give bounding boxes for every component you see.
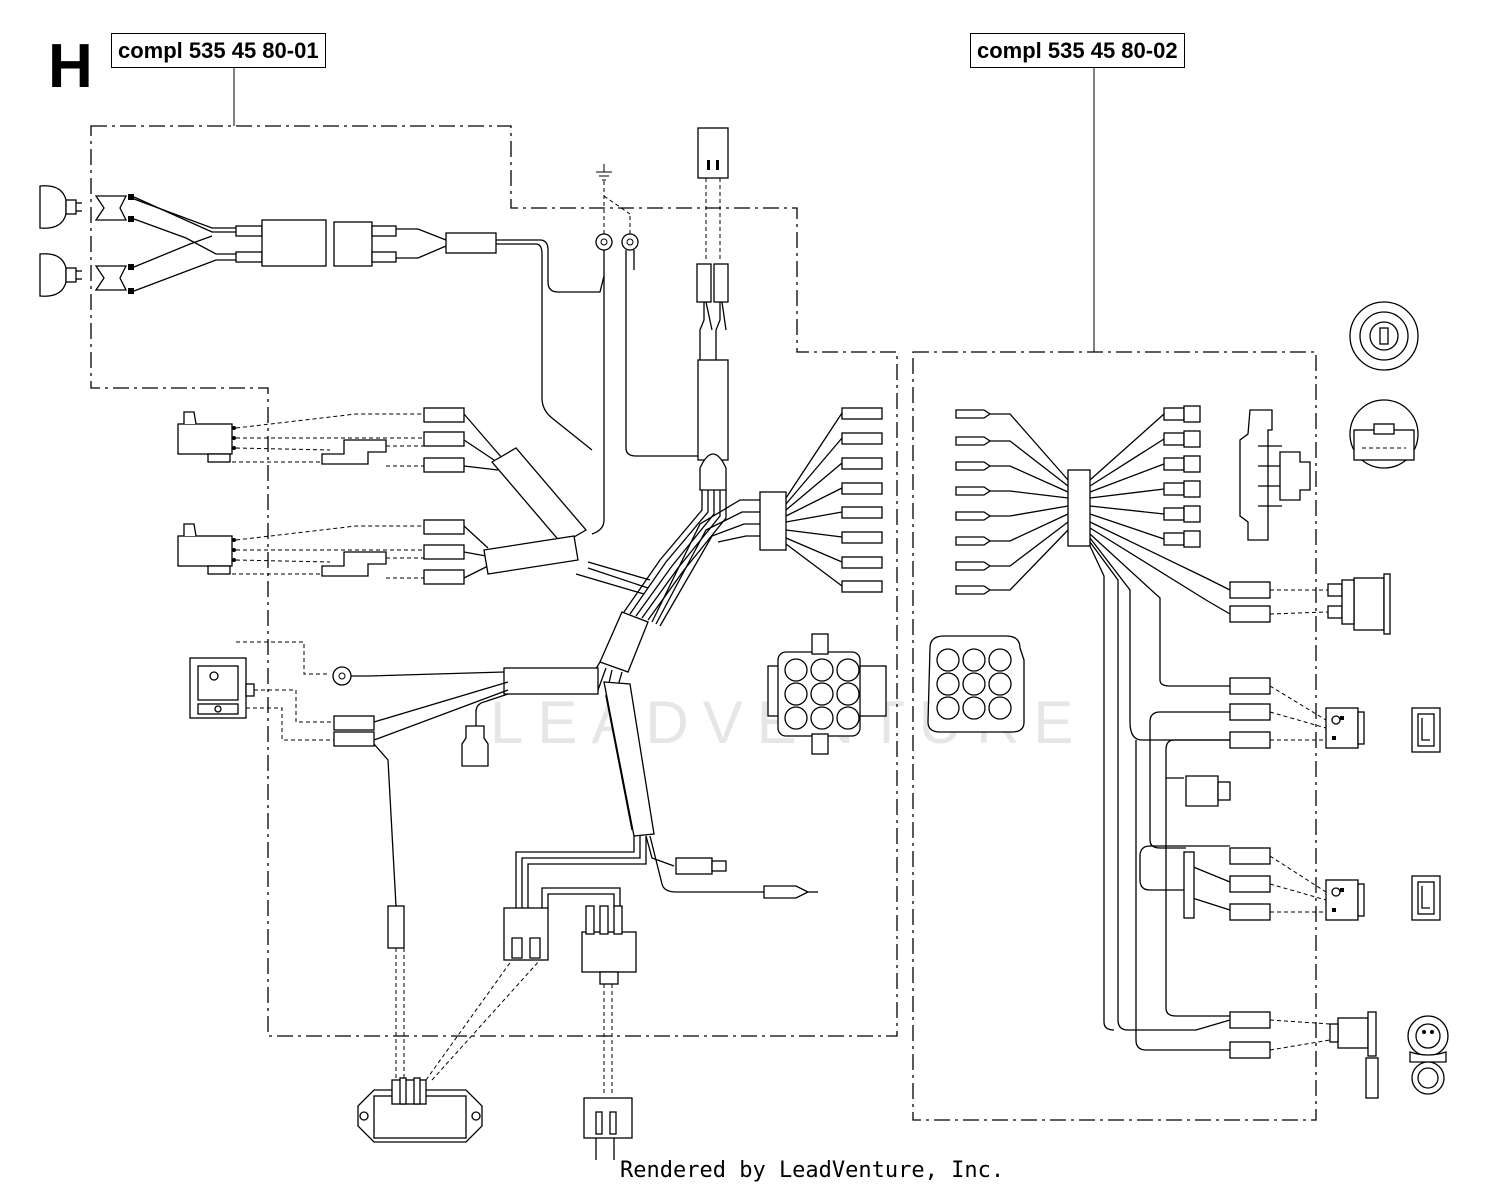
fuse-holder: [461, 725, 489, 767]
lamp-socket-lower: [94, 265, 128, 291]
dash-fuse-holder: [1185, 775, 1219, 807]
dash-junction-clip: [1183, 851, 1195, 919]
inline-fuse-lamp: [445, 232, 497, 254]
dash-harness-terminals-right: [1163, 405, 1201, 548]
dash-harness-wires-left: [990, 413, 1069, 591]
ground-eyelet-pair: [595, 164, 639, 251]
regulator-plug: [503, 907, 549, 961]
section-letter: H: [48, 32, 93, 101]
assembly-label-left: compl 535 45 80-01: [111, 33, 326, 68]
terminal-plug-short: [675, 857, 713, 875]
harness-sleeve-switch-lower: [483, 535, 579, 575]
assembly-boundary-left: [90, 125, 898, 1037]
relay-terminal-upper: [333, 715, 375, 731]
microswitch-lower: [177, 523, 236, 575]
fanout-wires-right: [785, 412, 843, 587]
microswitch-upper: [177, 411, 236, 463]
rocker-switch-upper: [1325, 707, 1365, 749]
ignition-switch-rear: [1349, 399, 1419, 469]
trunk-connector-right: [759, 491, 787, 551]
harness-trunk-lower: [603, 681, 655, 837]
lamp-connector-male: [235, 225, 263, 237]
dash-harness-hub: [1067, 469, 1091, 547]
fanout-terminals-right: [841, 407, 883, 593]
lamp-socket-upper: [94, 195, 128, 221]
dash-harness-wires-right: [1089, 413, 1231, 1031]
relay-module: [189, 657, 255, 719]
rocker-switch-upper-face: [1411, 707, 1441, 753]
main-harness-trunk: [575, 490, 760, 627]
switch-jumper-lower: [321, 551, 387, 577]
footer-credit: Rendered by LeadVenture, Inc.: [620, 1158, 1005, 1183]
starter-plug: [581, 931, 637, 973]
ignition-connector: [1239, 409, 1311, 541]
harness-sleeve-lower: [503, 667, 599, 695]
rocker-switch-lower-face: [1411, 875, 1441, 921]
voltage-regulator: [357, 1077, 483, 1143]
harness-junction-sleeve: [599, 611, 649, 673]
assembly-boundary-right: [912, 351, 1317, 1121]
top-plug-connector: [697, 127, 729, 179]
top-plug-mating-left: [696, 263, 712, 303]
assembly-label-right: compl 535 45 80-02: [970, 33, 1185, 68]
harness-sleeve-switch-upper: [491, 447, 587, 545]
bullet-terminal: [763, 885, 810, 899]
lamp-connector-mating: [333, 221, 373, 267]
switch-jumper-upper: [321, 439, 387, 465]
headlamp-lower: [39, 253, 82, 297]
nine-pin-connector-right: [927, 635, 1025, 733]
headlamp-upper: [39, 185, 82, 229]
starter-solenoid-plug: [583, 1097, 633, 1160]
harness-sleeve-top: [697, 359, 729, 461]
power-socket: [1329, 1011, 1379, 1099]
ignition-switch-front: [1349, 301, 1419, 371]
rocker-switch-lower: [1325, 879, 1365, 921]
pto-switch: [1327, 573, 1391, 635]
nine-pin-connector-center: [767, 633, 887, 755]
lamp-connector-housing: [261, 219, 327, 267]
inline-fuse-regulator: [387, 905, 405, 949]
dash-harness-terminals-left: [955, 409, 992, 595]
power-socket-cap: [1407, 1015, 1449, 1095]
dash-terminal-1: [1229, 581, 1271, 599]
